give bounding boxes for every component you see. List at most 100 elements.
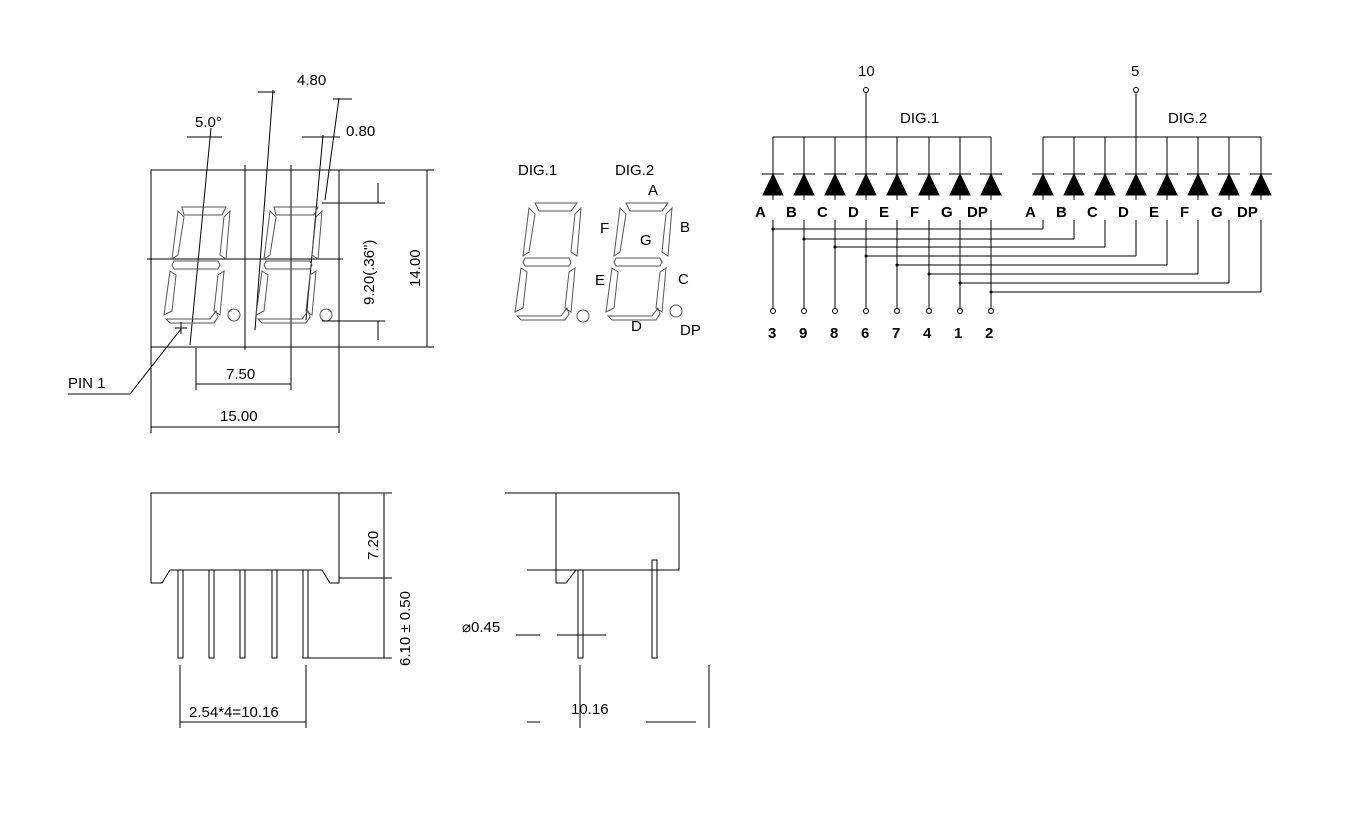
top-dim-label: 4.80 xyxy=(297,72,326,89)
seg-digit-1 xyxy=(514,202,590,323)
slant-guide-4 xyxy=(324,97,340,201)
profile-pin xyxy=(651,559,658,659)
pin-terminal xyxy=(894,308,900,314)
pin-terminal xyxy=(957,308,963,314)
profile-body xyxy=(555,492,680,571)
dig1-seg-label: F xyxy=(910,204,919,221)
dig1-seg-label: G xyxy=(941,204,953,221)
diode-symbol xyxy=(1063,172,1085,196)
side-body-outline xyxy=(150,492,340,584)
row-spacing-label: 10.16 xyxy=(571,701,609,718)
pitch-label: 7.50 xyxy=(226,366,255,383)
dig1-seg-label: C xyxy=(817,204,828,221)
dig2-seg-label: A xyxy=(1025,204,1036,221)
pin1-leader xyxy=(129,328,182,395)
diode-symbol xyxy=(980,172,1002,196)
dig2-seg-label: G xyxy=(1211,204,1223,221)
seg-label-d: D xyxy=(631,318,642,335)
dig1-seg-label: B xyxy=(786,204,797,221)
seg-label-c: C xyxy=(678,271,689,288)
dig2-seg-label: D xyxy=(1118,204,1129,221)
dig2-seg-label: F xyxy=(1180,204,1189,221)
seg-label-g: G xyxy=(640,232,652,249)
diode-symbol xyxy=(1187,172,1209,196)
pin-terminal xyxy=(801,308,807,314)
diode-symbol xyxy=(1156,172,1178,196)
char-height-label: 9.20(.36") xyxy=(361,240,378,305)
body-height-label: 7.20 xyxy=(365,531,382,560)
common-pin-dig2: 5 xyxy=(1131,63,1139,80)
dig1-diodes xyxy=(762,137,1002,200)
seg-digit-2 xyxy=(605,202,683,321)
seg-dig2-label: DIG.2 xyxy=(615,162,654,179)
seg-label-a: A xyxy=(648,182,658,199)
angle-label: 5.0° xyxy=(195,114,222,131)
diode-symbol xyxy=(762,172,784,196)
pin xyxy=(208,569,215,659)
diode-symbol xyxy=(918,172,940,196)
diode-symbol xyxy=(824,172,846,196)
dig2-diodes xyxy=(1032,137,1272,200)
pin xyxy=(302,569,309,659)
seg-label-b: B xyxy=(680,219,690,236)
diode-symbol xyxy=(1218,172,1240,196)
pin-terminal xyxy=(863,308,869,314)
diode-symbol xyxy=(949,172,971,196)
slant-guide-2 xyxy=(254,89,274,331)
common-pin-dig1: 10 xyxy=(858,63,875,80)
pin-spacing-label: 2.54*4=10.16 xyxy=(189,704,279,721)
pin-number: 6 xyxy=(861,325,869,342)
diode-symbol xyxy=(1125,172,1147,196)
schematic: 10 5 DIG.1 DIG.2 A B C D E F G DP A B C … xyxy=(755,63,1272,342)
diode-symbol xyxy=(793,172,815,196)
pin-number: 2 xyxy=(985,325,993,342)
dig1-seg-label: D xyxy=(848,204,859,221)
pin-terminal xyxy=(988,308,994,314)
dig2-seg-label: B xyxy=(1056,204,1067,221)
seg-width-label: 0.80 xyxy=(346,123,375,140)
pin-number: 9 xyxy=(799,325,807,342)
cross-wiring xyxy=(770,220,1262,314)
schem-dig1-label: DIG.1 xyxy=(900,110,939,127)
side-view-profile: ⌀0.45 10.16 xyxy=(462,492,710,728)
dig1-seg-label: DP xyxy=(967,204,988,221)
front-digit-1 xyxy=(163,206,241,324)
diode-symbol xyxy=(1250,172,1272,196)
pin xyxy=(177,569,184,659)
dig1-seg-label: E xyxy=(879,204,889,221)
width-label: 15.00 xyxy=(220,408,258,425)
segment-diagram: DIG.1 DIG.2 A B C D E F G DP xyxy=(514,162,701,339)
dig1-seg-label: A xyxy=(755,204,766,221)
dig2-seg-label: E xyxy=(1149,204,1159,221)
diode-symbol xyxy=(1094,172,1116,196)
pin-terminal xyxy=(832,308,838,314)
pin-terminal xyxy=(926,308,932,314)
pin-terminal xyxy=(770,308,776,314)
diode-symbol xyxy=(1032,172,1054,196)
slant-guide-1 xyxy=(189,127,212,346)
pin-diameter-label: ⌀0.45 xyxy=(462,619,500,636)
pin xyxy=(239,569,246,659)
front-digit-2 xyxy=(255,206,333,324)
pin-length-label: 6.10 ± 0.50 xyxy=(397,591,414,666)
seg-dig1-label: DIG.1 xyxy=(518,162,557,179)
pin-number: 1 xyxy=(954,325,962,342)
pin-number: 8 xyxy=(830,325,838,342)
height-label: 14.00 xyxy=(407,249,424,287)
pin1-label: PIN 1 xyxy=(68,375,106,392)
seg-label-e: E xyxy=(595,272,605,289)
schem-dig2-label: DIG.2 xyxy=(1168,110,1207,127)
diode-symbol xyxy=(855,172,877,196)
profile-pin xyxy=(577,569,584,659)
front-view: 5.0° 4.80 0.80 9.20(.36") 14.00 7.50 15.… xyxy=(68,72,434,433)
dig2-seg-label: DP xyxy=(1237,204,1258,221)
pin-number: 4 xyxy=(923,325,932,342)
side-view-front: 7.20 6.10 ± 0.50 2.54*4=10.16 xyxy=(150,492,414,728)
pin-number: 7 xyxy=(892,325,900,342)
pin-number: 3 xyxy=(768,325,776,342)
pin xyxy=(271,569,278,659)
seg-label-f: F xyxy=(600,220,609,237)
diode-symbol xyxy=(886,172,908,196)
seg-label-dp: DP xyxy=(680,322,701,339)
